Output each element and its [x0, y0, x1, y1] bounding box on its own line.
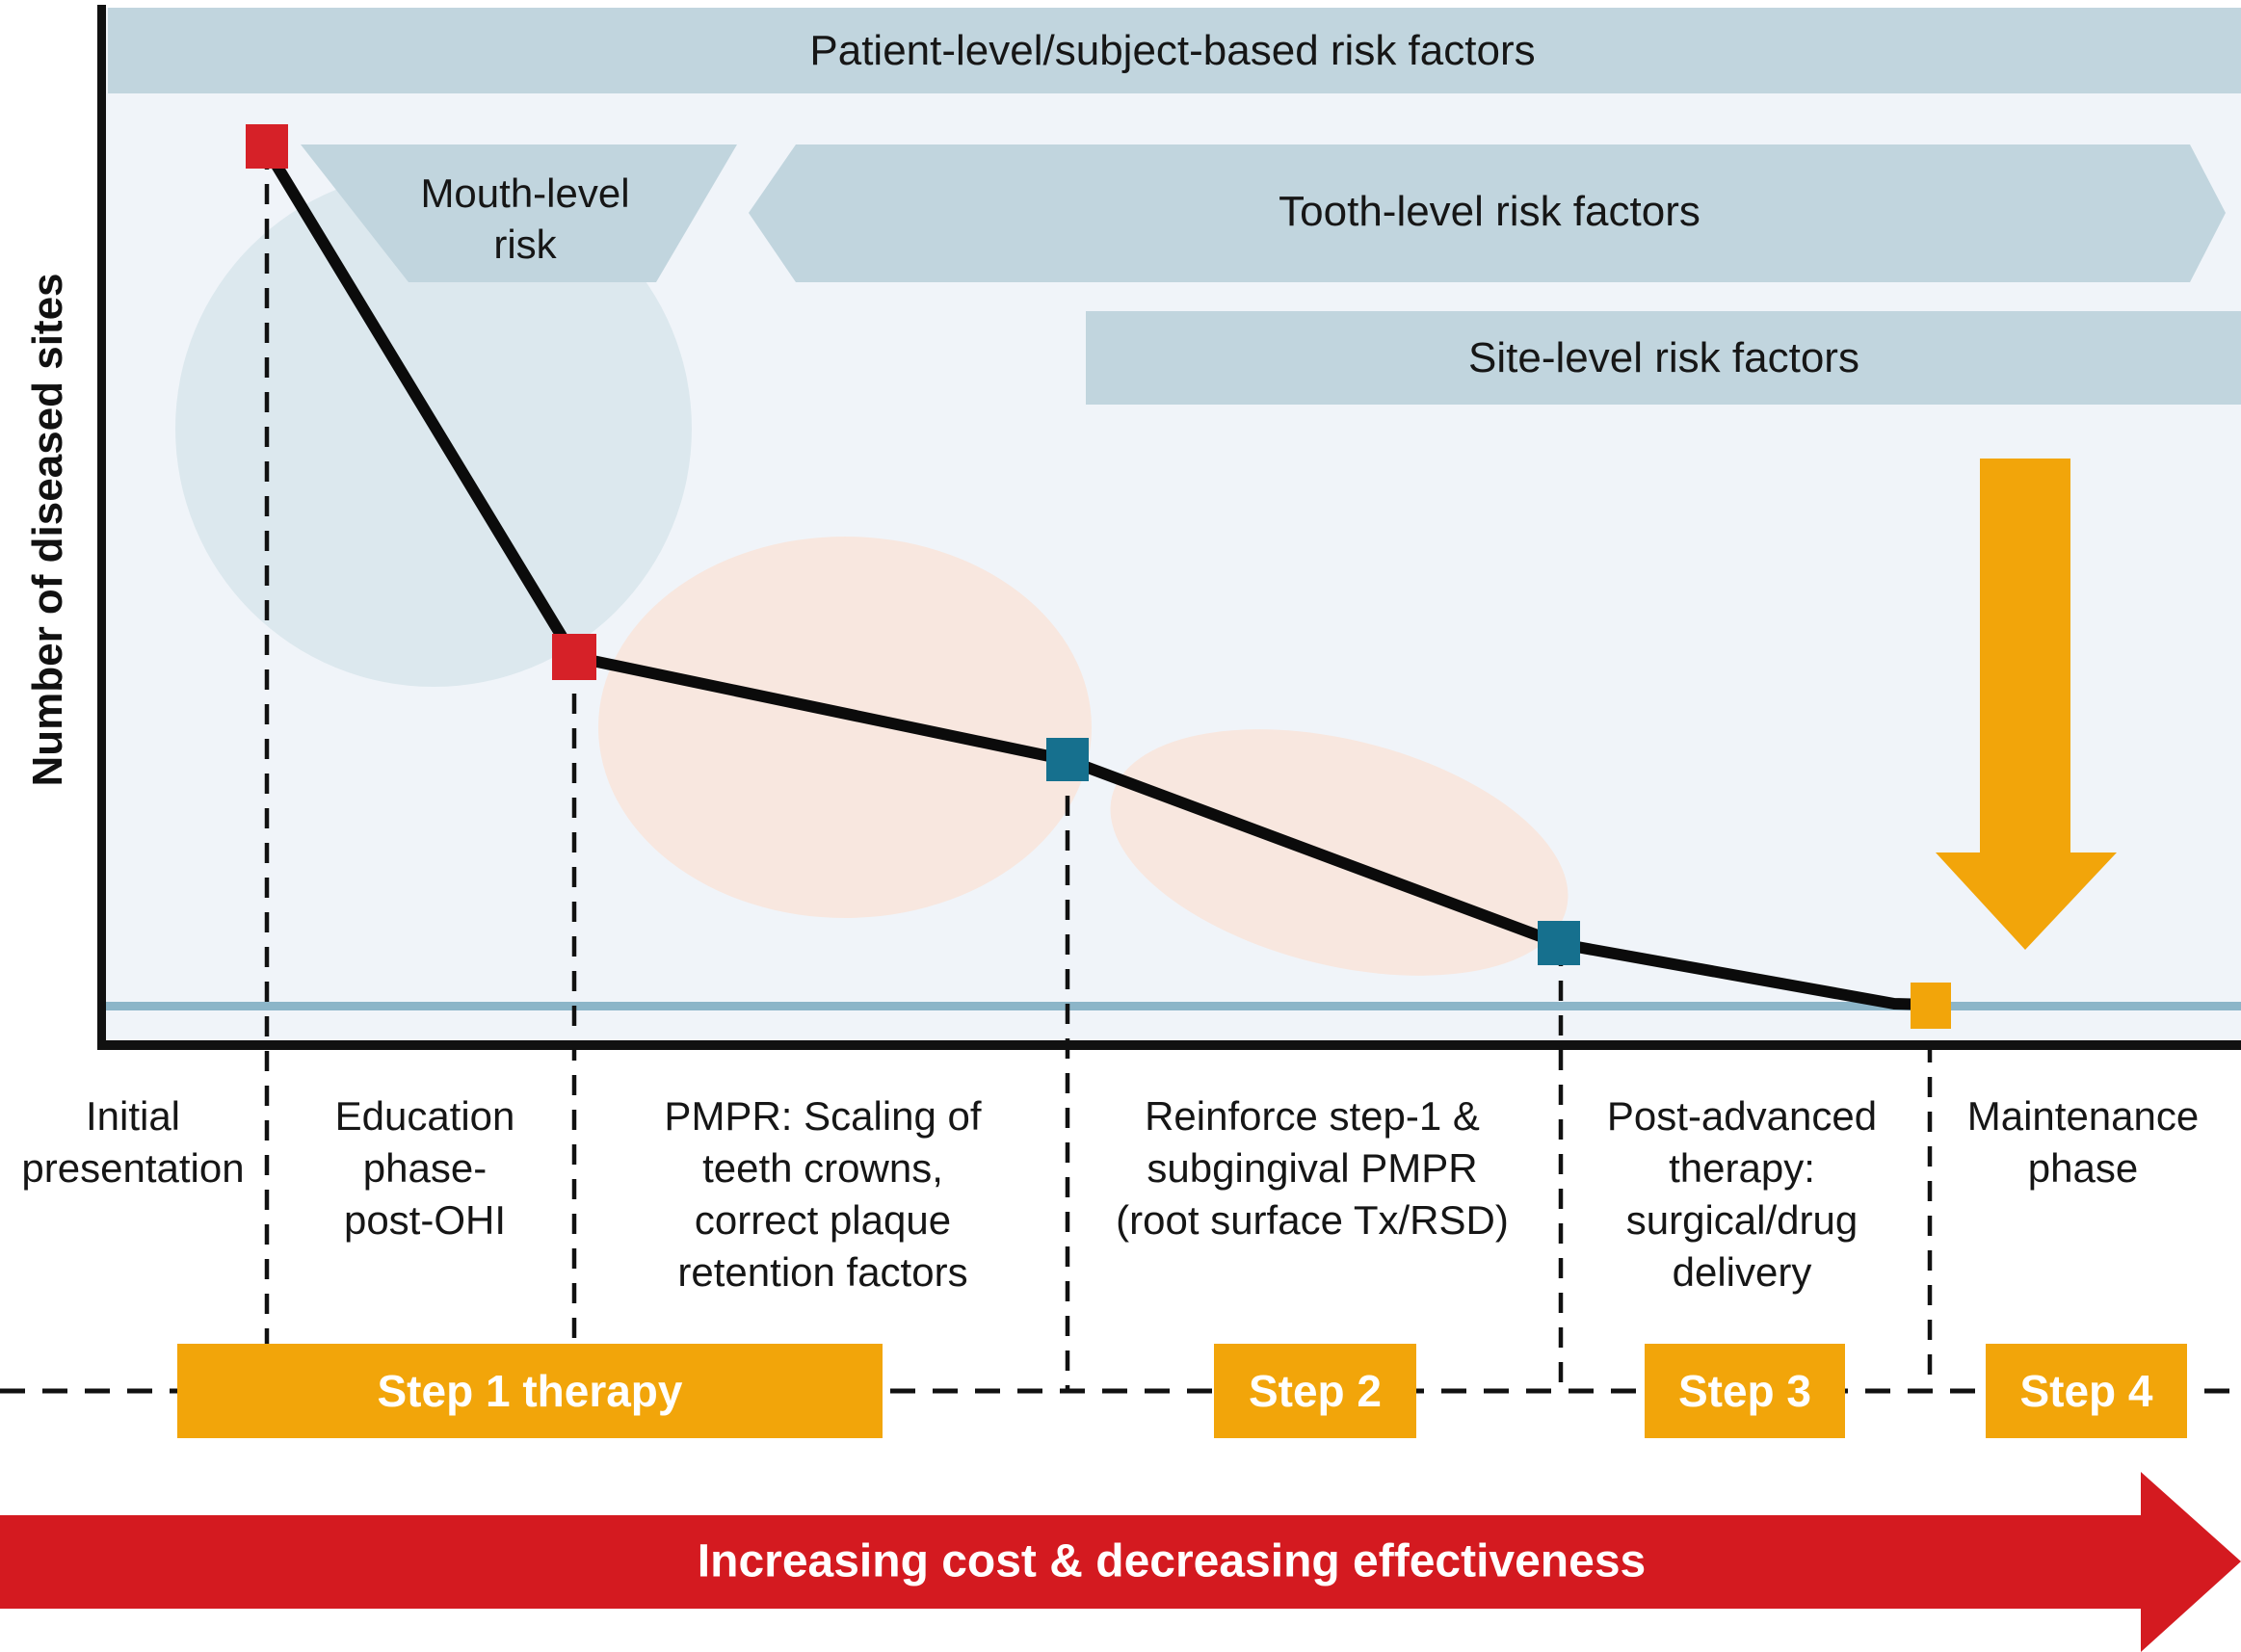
- healthy-baseline-line: [106, 1002, 2241, 1010]
- y-axis-line: [97, 5, 106, 1050]
- phase-label-education: Education phase- post-OHI: [335, 1090, 515, 1246]
- phase-pmpr-line1: PMPR: Scaling of: [664, 1093, 982, 1139]
- marker-maintenance: [1911, 983, 1951, 1029]
- phase-pmpr-line4: retention factors: [677, 1249, 968, 1295]
- phase-label-initial: Initial presentation: [21, 1090, 244, 1194]
- phase-postadvanced-line3: surgical/drug: [1625, 1197, 1859, 1243]
- down-arrow-icon: [1936, 459, 2117, 950]
- phase-postadvanced-line2: therapy:: [1669, 1145, 1815, 1191]
- step1-box: Step 1 therapy: [177, 1344, 883, 1438]
- cost-arrow-label: Increasing cost & decreasing effectivene…: [697, 1535, 1647, 1587]
- step4-box: Step 4: [1986, 1344, 2187, 1438]
- phase-label-postadvanced: Post-advanced therapy: surgical/drug del…: [1607, 1090, 1877, 1298]
- phase-initial-line1: Initial: [85, 1093, 181, 1139]
- disease-curve-line: [261, 145, 1932, 1010]
- pink-ellipse-step1: [598, 537, 1092, 918]
- phase-label-pmpr: PMPR: Scaling of teeth crowns, correct p…: [664, 1090, 981, 1298]
- phase-postadvanced-line4: delivery: [1672, 1249, 1812, 1295]
- phase-education-line2: phase-: [362, 1145, 488, 1191]
- phase-reinforce-line2: subgingival PMPR: [1147, 1145, 1478, 1191]
- phase-reinforce-line3: (root surface Tx/RSD): [1116, 1197, 1509, 1243]
- tooth-level-banner-label: Tooth-level risk factors: [1279, 188, 1701, 235]
- step2-box: Step 2: [1214, 1344, 1416, 1438]
- mouth-level-banner: [301, 144, 737, 282]
- site-level-banner-label: Site-level risk factors: [1468, 334, 1859, 381]
- phase-label-maintenance: Maintenance phase: [1967, 1090, 2200, 1194]
- marker-pmpr: [1046, 738, 1089, 781]
- marker-education: [552, 634, 596, 680]
- x-axis-line: [97, 1040, 2241, 1050]
- phase-maintenance-line1: Maintenance: [1966, 1093, 2200, 1139]
- pink-ellipse-step2: [1110, 729, 1569, 976]
- mouth-level-line2: risk: [493, 222, 557, 267]
- phase-initial-line2: presentation: [21, 1145, 245, 1191]
- phase-maintenance-line2: phase: [2027, 1145, 2139, 1191]
- phase-label-reinforce: Reinforce step-1 & subgingival PMPR (roo…: [1116, 1090, 1509, 1246]
- site-level-banner: [1086, 311, 2241, 405]
- mouth-level-banner-label: Mouth-level risk: [420, 168, 629, 270]
- y-axis-label: Number of diseased sites: [24, 273, 71, 787]
- patient-level-banner: [108, 8, 2241, 93]
- marker-step2: [1538, 921, 1580, 965]
- marker-initial: [246, 124, 288, 169]
- tooth-level-banner: [749, 144, 2226, 282]
- phase-education-line3: post-OHI: [343, 1197, 507, 1243]
- phase-reinforce-line1: Reinforce step-1 &: [1145, 1093, 1480, 1139]
- phase-postadvanced-line1: Post-advanced: [1606, 1093, 1878, 1139]
- phase-pmpr-line2: teeth crowns,: [702, 1145, 943, 1191]
- cost-arrow: [0, 1472, 2241, 1652]
- patient-level-banner-label: Patient-level/subject-based risk factors: [809, 27, 1536, 74]
- step3-box: Step 3: [1645, 1344, 1845, 1438]
- phase-pmpr-line3: correct plaque: [694, 1197, 952, 1243]
- phase-education-line1: Education: [334, 1093, 515, 1139]
- mouth-level-line1: Mouth-level: [420, 170, 630, 216]
